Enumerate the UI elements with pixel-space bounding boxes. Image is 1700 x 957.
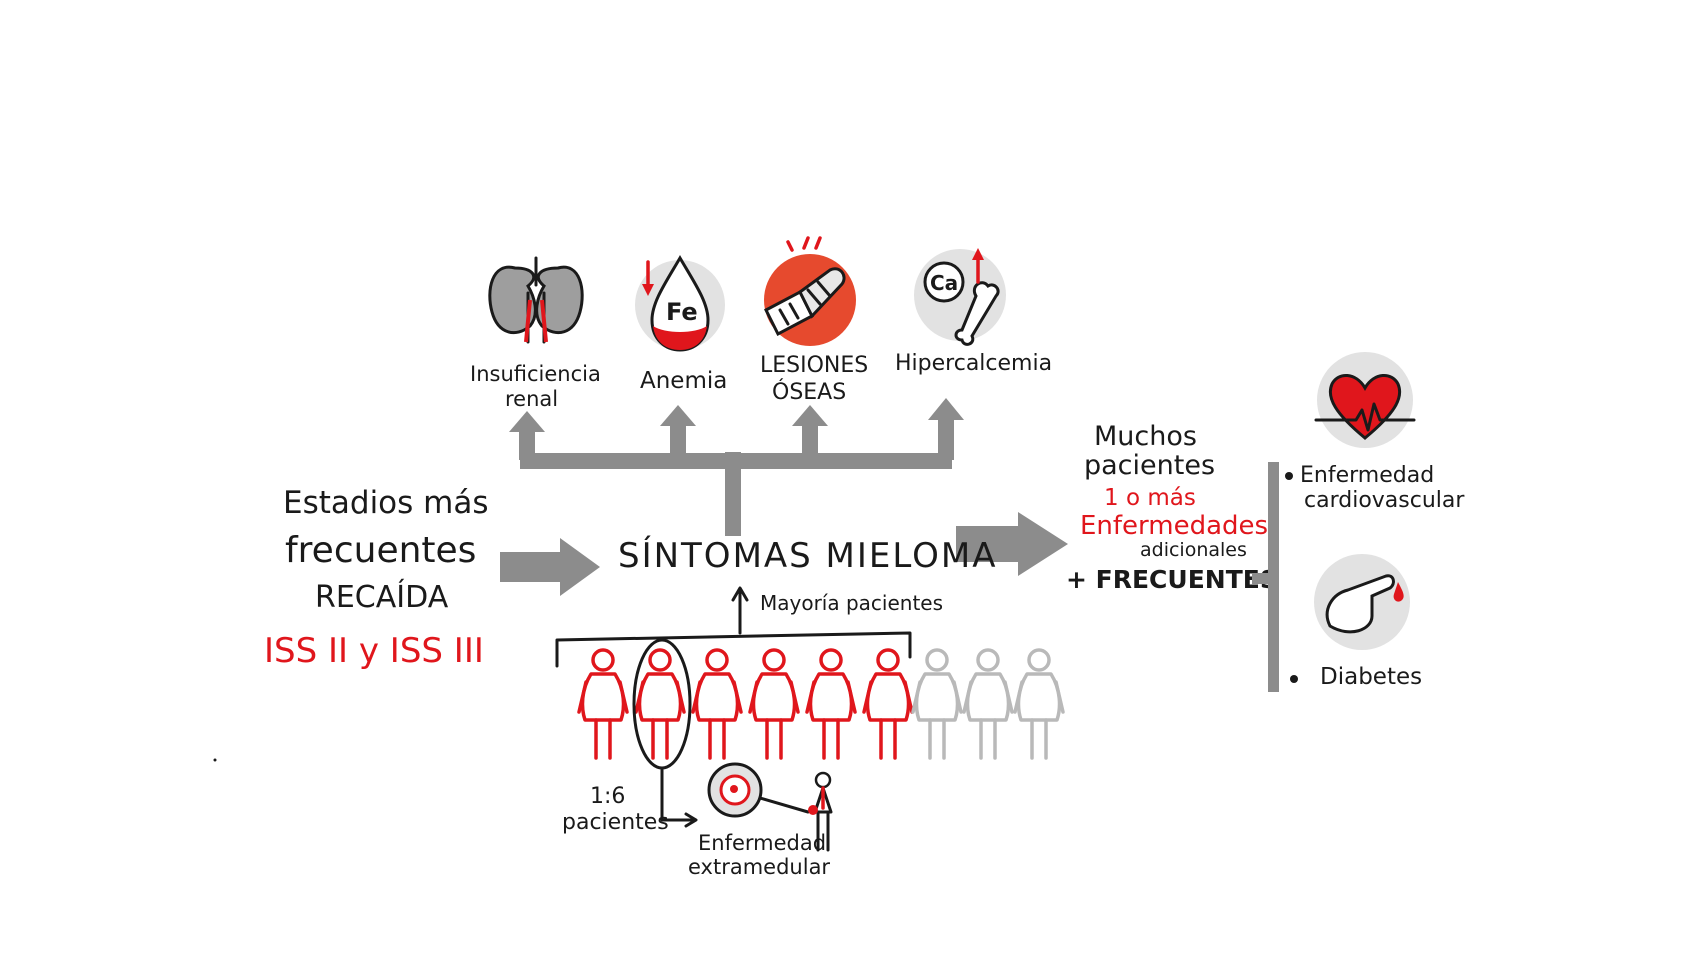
majority-arrow — [731, 586, 749, 635]
arrow-to-comorbidities — [956, 512, 1068, 576]
patient-figure — [805, 648, 857, 760]
right-frequent: + FRECUENTES — [1066, 565, 1278, 594]
tissue-magnifier-icon — [707, 762, 810, 818]
comorbidity-cardio-2: cardiovascular — [1304, 488, 1465, 513]
right-line3: adicionales — [1140, 539, 1247, 561]
extramedular-arrow — [660, 766, 696, 822]
comorbidity-diabetes: Diabetes — [1320, 664, 1422, 690]
right-line2: pacientes — [1084, 450, 1215, 481]
patient-figure — [862, 648, 914, 760]
patient-figure — [691, 648, 743, 760]
heart-pulse-icon — [1314, 352, 1416, 448]
main-title: SÍNTOMAS MIELOMA — [618, 535, 998, 576]
patient-figure — [911, 648, 963, 760]
symptom-label-renal-2: renal — [505, 387, 558, 411]
patients-bracket — [555, 631, 912, 668]
broken-bone-cast-icon — [764, 236, 856, 346]
fe-label: Fe — [666, 298, 698, 326]
arrow-to-symptoms — [500, 538, 600, 596]
finger-prick-icon — [1314, 554, 1410, 650]
extramedular-label-1: Enfermedad — [698, 831, 826, 855]
right-red-line2: Enfermedades — [1080, 511, 1268, 541]
symptom-label-renal-1: Insuficiencia — [470, 362, 601, 386]
ca-label: Ca — [930, 271, 958, 295]
extramedular-label-2: extramedular — [688, 855, 830, 879]
bullet-cardio — [1285, 472, 1293, 480]
stray-dot — [213, 758, 217, 762]
right-red-line1: 1 o más — [1104, 485, 1196, 511]
patient-figure — [1013, 648, 1065, 760]
ratio-value: 1:6 — [590, 784, 625, 809]
calcium-bone-icon: Ca — [914, 248, 1006, 346]
symptom-label-lesiones-1: LESIONES — [760, 353, 868, 378]
symptom-branch-connector — [509, 398, 964, 536]
ratio-label: pacientes — [562, 810, 669, 835]
right-line1: Muchos — [1094, 421, 1197, 452]
patient-figure — [577, 648, 629, 760]
extramedular-person-icon — [808, 771, 833, 852]
symptom-label-hipercalcemia: Hipercalcemia — [895, 351, 1052, 376]
symptom-label-lesiones-2: ÓSEAS — [772, 379, 846, 405]
left-line1: Estadios más — [283, 485, 489, 521]
patient-figures — [577, 648, 1065, 760]
patient-figure — [748, 648, 800, 760]
majority-label: Mayoría pacientes — [760, 591, 943, 615]
left-stages: ISS II y ISS III — [264, 631, 484, 671]
symptom-label-anemia: Anemia — [640, 368, 727, 394]
blood-drop-fe-icon: Fe — [635, 255, 725, 352]
bullet-diabetes — [1290, 675, 1298, 683]
left-line2: frecuentes — [285, 530, 476, 571]
patient-figure — [634, 648, 686, 760]
left-line3: RECAÍDA — [315, 579, 449, 615]
kidneys-icon — [488, 256, 584, 344]
comorbidities-bracket — [1252, 462, 1279, 692]
patient-figure — [962, 648, 1014, 760]
comorbidity-cardio-1: Enfermedad — [1300, 463, 1434, 488]
